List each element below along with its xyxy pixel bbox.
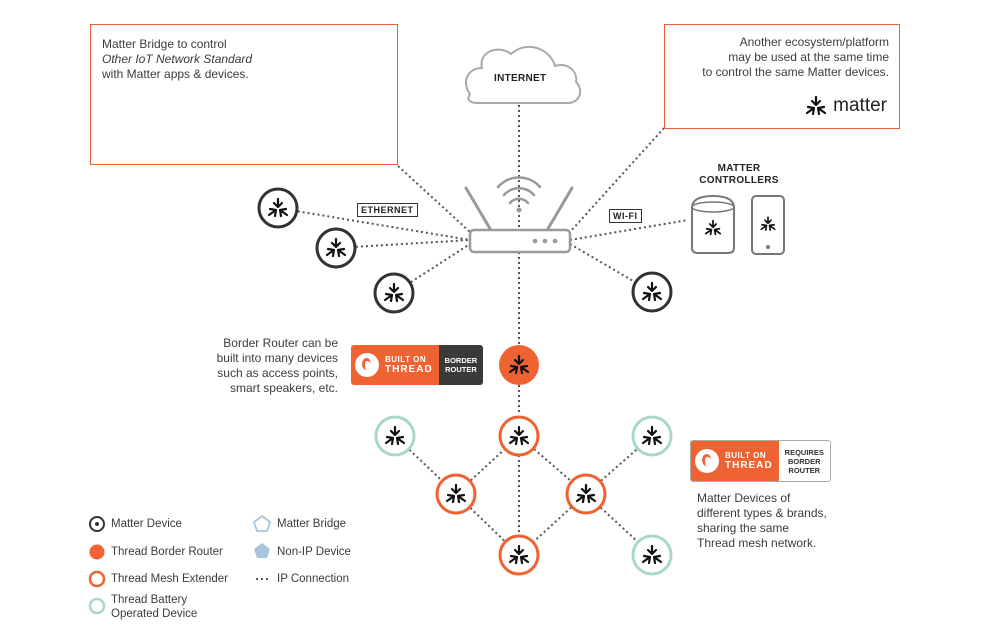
- matter-device-icon: [631, 271, 673, 313]
- internet-cloud-icon: [465, 45, 582, 104]
- ecosystem-text-line-3: to control the same Matter devices.: [702, 65, 889, 79]
- legend-thread-battery-1: Thread Battery: [111, 594, 188, 606]
- controllers-label-1: MATTER: [717, 163, 761, 174]
- border-router-note-3: such as access points,: [217, 366, 338, 380]
- badge2-built-on: BUILT ON: [725, 451, 767, 460]
- legend-matter-bridge: Matter Bridge: [277, 518, 347, 530]
- legend-non-ip-device: Non-IP Device: [277, 546, 351, 558]
- wifi-tag: WI-FI: [609, 209, 642, 223]
- legend-matter-bridge-icon: [252, 514, 272, 532]
- built-on-thread-border-router-badge: BUILT ON THREAD BORDER ROUTER: [351, 345, 484, 385]
- legend-matter-device-icon: [89, 516, 105, 532]
- border-router-note-2: built into many devices: [216, 351, 338, 365]
- controllers-label-2: CONTROLLERS: [699, 175, 779, 186]
- legend-thread-battery-2: Operated Device: [111, 608, 198, 620]
- thread-logo-icon: [355, 353, 379, 377]
- legend-matter-device: Matter Device: [111, 518, 182, 530]
- badge-built-on: BUILT ON: [385, 355, 427, 364]
- internet-label: INTERNET: [494, 73, 547, 84]
- matter-logo-icon: [806, 95, 827, 116]
- ecosystem-box: Another ecosystem/platform may be used a…: [664, 24, 900, 129]
- ecosystem-text-line-1: Another ecosystem/platform: [739, 35, 889, 49]
- legend-battery-device-icon: [88, 597, 106, 615]
- legend-mesh-extender-icon: [88, 570, 106, 588]
- legend-ip-connection: IP Connection: [277, 573, 350, 585]
- matter-device-icon: [373, 272, 415, 314]
- badge-router-label: ROUTER: [445, 365, 477, 374]
- matter-device-icon: [257, 187, 299, 229]
- ecosystem-text-line-2: may be used at the same time: [728, 50, 889, 64]
- smartphone-icon: [751, 195, 785, 255]
- mesh-note-2: different types & brands,: [697, 506, 827, 520]
- badge2-router: ROUTER: [788, 465, 821, 475]
- thread-mesh-extender-icon: [565, 473, 607, 515]
- legend-border-router-icon: [89, 544, 105, 560]
- badge2-requires: REQUIRES: [784, 447, 824, 457]
- border-router-note-4: smart speakers, etc.: [229, 381, 338, 395]
- thread-battery-device-icon: [631, 415, 673, 457]
- legend-symbols: [88, 514, 272, 615]
- mesh-note-4: Thread mesh network.: [697, 536, 817, 550]
- thread-mesh-extender-icon: [498, 534, 540, 576]
- thread-mesh-extender-icon: [435, 473, 477, 515]
- badge2-border: BORDER: [788, 456, 821, 466]
- legend-non-ip-device-icon: [254, 543, 270, 558]
- thread-border-router-icon: [499, 345, 539, 385]
- thread-logo-icon: [695, 449, 719, 473]
- router-icon: [464, 176, 574, 254]
- thread-battery-device-icon: [374, 415, 416, 457]
- badge2-thread: THREAD: [725, 460, 773, 471]
- bridge-text-line-2: Other IoT Network Standard: [102, 52, 253, 66]
- matter-bridge-box: Matter Bridge to control Other IoT Netwo…: [90, 24, 398, 165]
- ip-connections: [277, 100, 689, 556]
- legend-thread-border-router: Thread Border Router: [111, 546, 223, 558]
- border-router-note-1: Border Router can be: [223, 336, 338, 350]
- built-on-thread-requires-badge: BUILT ON THREAD REQUIRES BORDER ROUTER: [690, 440, 831, 482]
- ethernet-tag: ETHERNET: [357, 203, 418, 217]
- mesh-note-3: sharing the same: [697, 521, 790, 535]
- badge-border-label: BORDER: [444, 356, 478, 365]
- matter-logo-text: matter: [833, 95, 887, 116]
- legend-thread-mesh-extender: Thread Mesh Extender: [111, 573, 228, 585]
- thread-mesh-extender-icon: [498, 415, 540, 457]
- bridge-text-line-3: with Matter apps & devices.: [102, 67, 249, 81]
- thread-battery-device-icon: [631, 534, 673, 576]
- matter-logo: matter: [805, 95, 887, 117]
- badge-thread: THREAD: [385, 364, 433, 375]
- bridge-text-line-1: Matter Bridge to control: [102, 37, 227, 51]
- mesh-note-1: Matter Devices of: [697, 491, 791, 505]
- matter-device-icon: [315, 227, 357, 269]
- smart-speaker-icon: [691, 194, 735, 254]
